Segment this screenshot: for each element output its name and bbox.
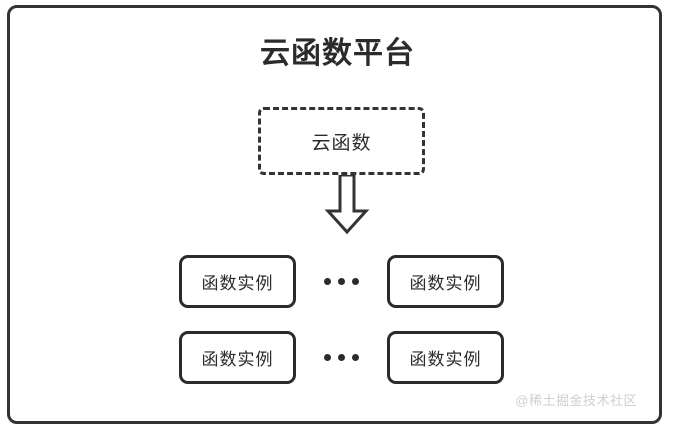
function-instance-label: 函数实例 <box>409 274 482 293</box>
watermark: @稀土掘金技术社区 <box>515 393 637 408</box>
ellipsis-dot <box>338 354 345 361</box>
function-instance-label: 函数实例 <box>201 274 274 293</box>
ellipsis-dot <box>324 278 331 285</box>
ellipsis-dot <box>324 354 331 361</box>
ellipsis-dot <box>352 278 359 285</box>
page-title: 云函数平台 <box>260 37 415 70</box>
ellipsis-dot <box>338 278 345 285</box>
ellipsis-dot <box>352 354 359 361</box>
function-instance-node: 函数实例 <box>179 331 296 384</box>
function-instance-node: 函数实例 <box>179 255 296 308</box>
function-instance-label: 函数实例 <box>201 350 274 369</box>
block-arrow-down-icon <box>323 173 371 235</box>
function-instance-node: 函数实例 <box>387 255 504 308</box>
diagram-frame: 云函数平台 云函数 函数实例 函数实例 函数实例 函数实例 <box>7 5 662 424</box>
instance-row: 函数实例 函数实例 <box>179 255 504 308</box>
ellipsis-icon <box>317 278 367 285</box>
instance-row: 函数实例 函数实例 <box>179 331 504 384</box>
block-arrow-down-icon-svg <box>324 173 370 235</box>
cloud-function-node: 云函数 <box>258 107 425 175</box>
cloud-function-label: 云函数 <box>311 132 372 154</box>
ellipsis-icon <box>317 354 367 361</box>
function-instance-label: 函数实例 <box>409 350 482 369</box>
function-instance-node: 函数实例 <box>387 331 504 384</box>
